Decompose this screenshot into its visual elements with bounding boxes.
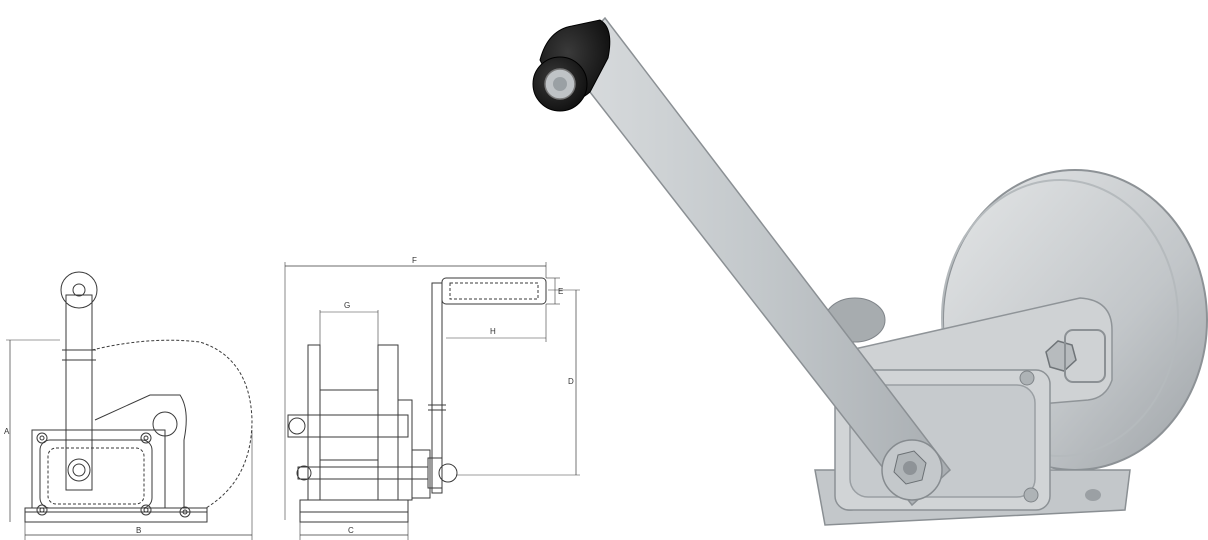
dimension-label-e: E <box>558 287 563 296</box>
dimension-label-d: D <box>568 377 574 386</box>
handle-arm <box>65 294 93 491</box>
winch-photo <box>532 16 1208 526</box>
base-plate <box>24 507 208 523</box>
side-view-drawing <box>284 262 580 540</box>
housing <box>31 429 166 509</box>
drum-flange-right <box>377 344 399 501</box>
dimension-label-f: F <box>412 256 417 265</box>
side-handle-arm <box>431 282 443 494</box>
side-base <box>299 499 409 523</box>
crank-arm <box>564 16 952 507</box>
dimension-label-b: B <box>136 526 141 535</box>
dimension-label-a: A <box>4 427 10 436</box>
drum-outline <box>91 339 253 509</box>
front-view-drawing <box>6 271 253 540</box>
dimension-label-g: G <box>344 301 350 310</box>
dimension-label-h: H <box>490 327 496 336</box>
side-grip <box>441 277 547 305</box>
dimension-label-c: C <box>348 526 354 535</box>
